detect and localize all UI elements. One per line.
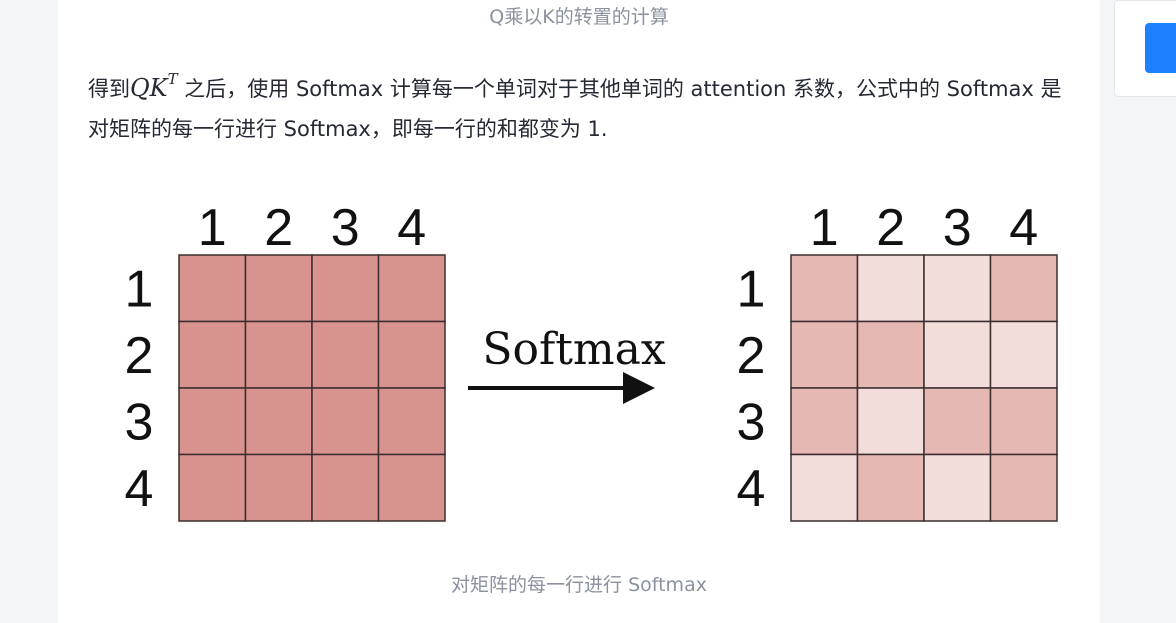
right-matrix-cell-r1-c3 <box>923 254 992 323</box>
left-matrix-row-label: 4 <box>125 460 154 518</box>
math-base: QK <box>130 74 168 102</box>
right-matrix-cell-r3-c1 <box>790 387 859 456</box>
right-matrix-cell-r2-c2 <box>856 320 925 389</box>
right-matrix-col-label: 1 <box>810 199 839 257</box>
right-matrix-cell-r2-c3 <box>923 320 992 389</box>
right-matrix-col-label: 3 <box>943 199 972 257</box>
left-matrix-cell-r2-c4 <box>377 320 446 389</box>
left-matrix-cell-r2-c2 <box>244 320 313 389</box>
left-matrix-col-label: 3 <box>331 199 360 257</box>
arrow-head-icon <box>623 372 655 404</box>
right-matrix-cell-r2-c4 <box>989 320 1058 389</box>
arrow-label: Softmax <box>482 324 666 375</box>
left-matrix-cell-r1-c1 <box>178 254 247 323</box>
article-content: Q乘以K的转置的计算 得到QKT 之后，使用 Softmax 计算每一个单词对于… <box>58 0 1100 623</box>
left-matrix-cell-r2-c3 <box>311 320 380 389</box>
left-matrix-row-label: 3 <box>125 393 154 451</box>
side-action-card <box>1114 0 1176 97</box>
right-matrix-col-label: 2 <box>876 199 905 257</box>
right-matrix-cell-r1-c2 <box>856 254 925 323</box>
left-matrix-col-label: 1 <box>198 199 227 257</box>
left-matrix-cell-r1-c3 <box>311 254 380 323</box>
image-caption-bottom: 对矩阵的每一行进行 Softmax <box>451 574 707 596</box>
left-matrix-cell-r4-c1 <box>178 453 247 522</box>
left-matrix-cell-r2-c1 <box>178 320 247 389</box>
left-matrix-col-label: 4 <box>397 199 426 257</box>
left-matrix-cell-r3-c2 <box>244 387 313 456</box>
left-matrix-cell-r3-c1 <box>178 387 247 456</box>
left-matrix-cell-r3-c3 <box>311 387 380 456</box>
right-matrix-row-label: 3 <box>737 393 766 451</box>
left-matrix-cell-r4-c2 <box>244 453 313 522</box>
left-matrix-row-label: 1 <box>125 260 154 318</box>
left-matrix-cell-r4-c3 <box>311 453 380 522</box>
right-matrix-row-label: 2 <box>737 327 766 385</box>
paragraph-prefix: 得到 <box>88 77 130 101</box>
right-matrix-row-label: 1 <box>737 260 766 318</box>
right-matrix-cell-r1-c4 <box>989 254 1058 323</box>
math-formula: QKT <box>130 70 178 102</box>
right-matrix-cell-r4-c4 <box>989 453 1058 522</box>
right-matrix-row-label: 4 <box>737 460 766 518</box>
right-matrix-cell-r3-c3 <box>923 387 992 456</box>
paragraph: 得到QKT 之后，使用 Softmax 计算每一个单词对于其他单词的 atten… <box>88 62 1078 149</box>
image-caption-top: Q乘以K的转置的计算 <box>489 6 669 28</box>
left-matrix-cell-r4-c4 <box>377 453 446 522</box>
left-matrix-row-label: 2 <box>125 327 154 385</box>
math-superscript: T <box>167 70 178 88</box>
left-matrix-cell-r3-c4 <box>377 387 446 456</box>
right-matrix-cell-r3-c2 <box>856 387 925 456</box>
right-matrix-col-label: 4 <box>1009 199 1038 257</box>
left-matrix-cell-r1-c4 <box>377 254 446 323</box>
right-matrix-cell-r3-c4 <box>989 387 1058 456</box>
paragraph-text: 之后，使用 Softmax 计算每一个单词对于其他单词的 attention 系… <box>88 77 1062 141</box>
left-matrix-col-label: 2 <box>264 199 293 257</box>
right-matrix-cell-r4-c3 <box>923 453 992 522</box>
side-action-button[interactable] <box>1145 23 1176 73</box>
right-matrix-cell-r4-c1 <box>790 453 859 522</box>
right-matrix-cell-r4-c2 <box>856 453 925 522</box>
left-matrix-cell-r1-c2 <box>244 254 313 323</box>
right-matrix-cell-r2-c1 <box>790 320 859 389</box>
right-matrix-cell-r1-c1 <box>790 254 859 323</box>
